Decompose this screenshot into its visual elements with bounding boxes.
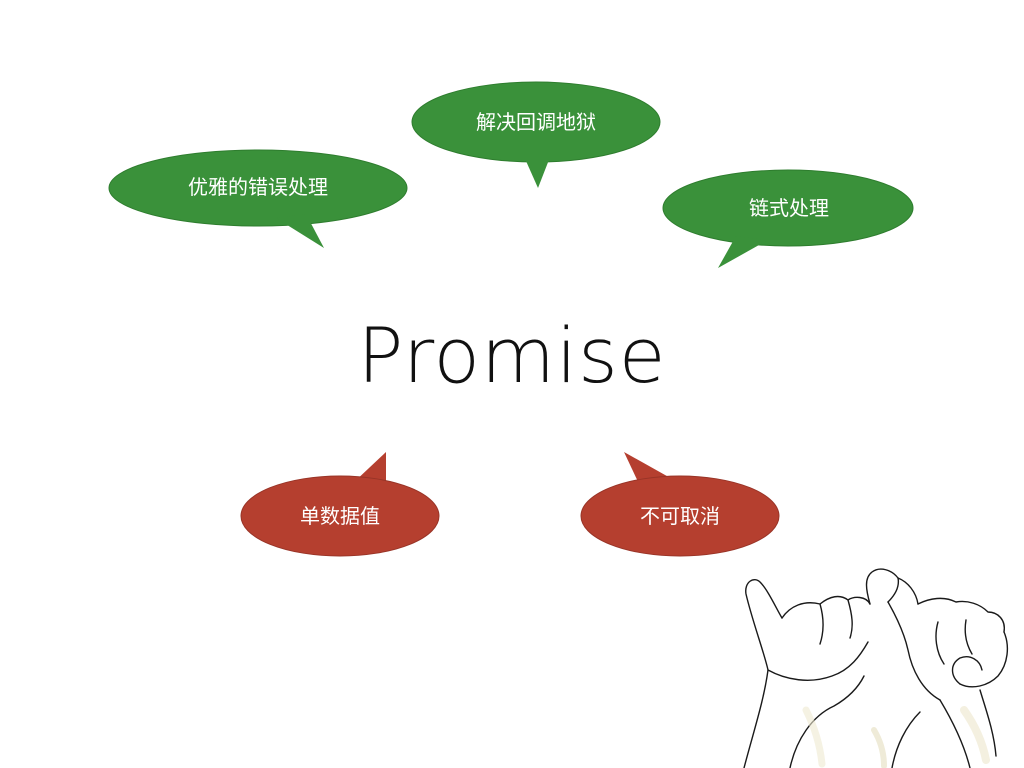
page-title: Promise <box>357 311 667 400</box>
speech-bubble-top-center-shape <box>411 81 661 188</box>
pinky-promise-hands-icon <box>724 560 1024 768</box>
bubble-label-top-right: 链式处理 <box>749 196 829 220</box>
speech-bubble-bottom-left-shape <box>240 452 440 557</box>
speech-bubble-top-left-shape <box>108 149 408 248</box>
bubble-label-bottom-left: 单数据值 <box>300 504 380 528</box>
bubble-label-top-left: 优雅的错误处理 <box>188 175 328 199</box>
bubble-label-bottom-right: 不可取消 <box>640 504 720 528</box>
speech-bubble-bottom-right-shape <box>580 452 780 557</box>
speech-bubble-top-right-shape <box>662 169 914 268</box>
bubble-label-top-center: 解决回调地狱 <box>476 110 596 134</box>
